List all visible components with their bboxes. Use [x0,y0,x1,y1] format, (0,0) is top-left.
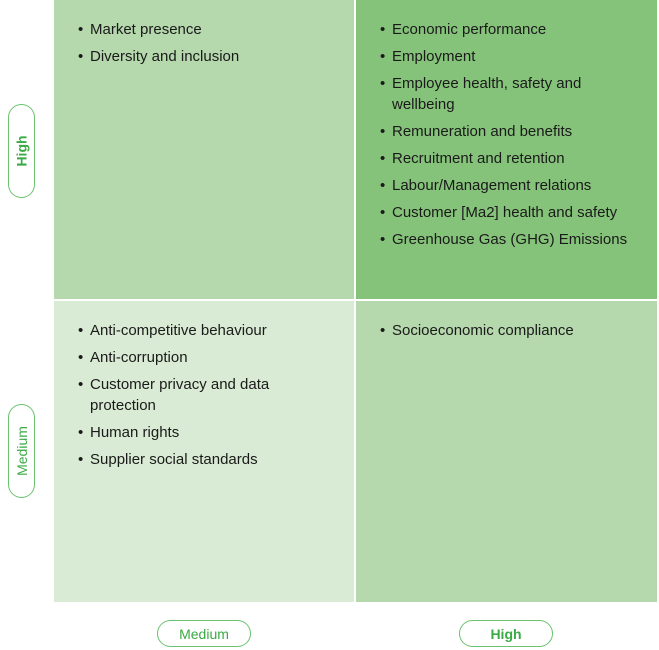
x-axis-label-medium: Medium [157,620,251,647]
topic-item: Supplier social standards [78,449,298,470]
quadrant-top-left: Market presenceDiversity and inclusion [54,0,354,299]
topic-item: Employee health, safety and wellbeing [380,73,630,115]
topic-item: Remuneration and benefits [380,121,630,142]
topic-item: Socioeconomic compliance [380,320,647,341]
quadrant-bottom-left: Anti-competitive behaviourAnti-corruptio… [54,301,354,602]
topic-item: Anti-corruption [78,347,298,368]
topic-item: Economic performance [380,19,630,40]
y-medium-text: Medium [13,426,30,476]
y-axis-label-high: High [8,104,35,198]
y-high-text: High [13,135,30,167]
topic-item: Diversity and inclusion [78,46,344,67]
topic-item: Labour/Management relations [380,175,630,196]
topic-item: Anti-competitive behaviour [78,320,298,341]
topic-item: Customer privacy and data protection [78,374,298,416]
topic-item: Market presence [78,19,344,40]
topic-item: Customer [Ma2] health and safety [380,202,630,223]
y-axis-label-medium: Medium [8,404,35,498]
topic-item: Recruitment and retention [380,148,630,169]
x-axis-label-high: High [459,620,553,647]
x-high-text: High [490,625,522,642]
quadrant-top-right: Economic performanceEmploymentEmployee h… [356,0,657,299]
topic-item: Human rights [78,422,298,443]
x-medium-text: Medium [179,625,229,642]
topic-item: Greenhouse Gas (GHG) Emissions [380,229,630,250]
topic-item: Employment [380,46,630,67]
quadrant-bottom-right: Socioeconomic compliance [356,301,657,602]
